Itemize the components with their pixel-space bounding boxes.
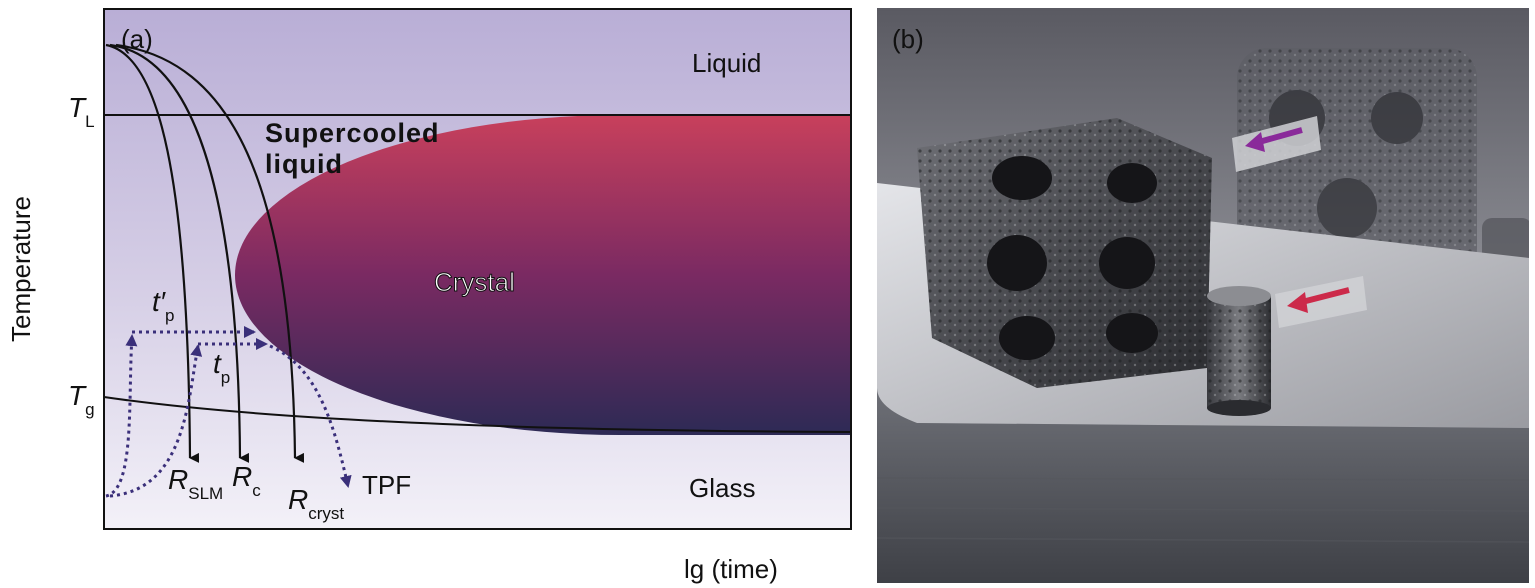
- y-axis-title: Temperature: [6, 196, 36, 342]
- rcryst-label: Rcryst: [288, 484, 345, 523]
- background-lattice: [1237, 48, 1529, 318]
- tl-label: TL: [68, 92, 95, 131]
- cooling-curve-rcryst: [115, 43, 305, 463]
- crystal-label: Crystal: [434, 267, 516, 297]
- rc-label: Rc: [232, 461, 261, 500]
- supercooled-line1: Supercooled: [265, 118, 440, 148]
- panel-a-letter: (a): [121, 24, 153, 54]
- plot-frame: [103, 8, 852, 530]
- liquid-label: Liquid: [692, 48, 762, 78]
- arrow-tag-lattice: [1232, 116, 1321, 172]
- small-cylinder: [1207, 286, 1271, 416]
- photo-panel: [877, 8, 1529, 583]
- tp-label: tp: [213, 348, 231, 387]
- x-axis-title: lg (time): [684, 554, 778, 584]
- glass-transition-curve: [103, 396, 852, 433]
- supercooled-label: Supercooled liquid: [265, 118, 440, 180]
- tp-prime-label: t′p: [152, 286, 175, 325]
- lattice-cube: [917, 118, 1212, 388]
- dotted-paths: [105, 326, 352, 498]
- cooling-curve-rc: [109, 43, 250, 463]
- supercooled-line2: liquid: [265, 149, 343, 179]
- ttt-diagram: [103, 8, 852, 530]
- build-plate-side: [877, 388, 1529, 583]
- arrow-tag-cylinder: [1275, 276, 1367, 328]
- tg-label: Tg: [68, 380, 95, 419]
- panel-b-letter: (b): [892, 24, 924, 54]
- tpf-label: TPF: [362, 470, 412, 500]
- printed-parts-photo: [877, 8, 1529, 583]
- cooling-curve-rslm: [105, 43, 200, 463]
- crystal-region: [235, 115, 851, 435]
- glass-label: Glass: [689, 473, 756, 503]
- rslm-label: RSLM: [168, 464, 224, 503]
